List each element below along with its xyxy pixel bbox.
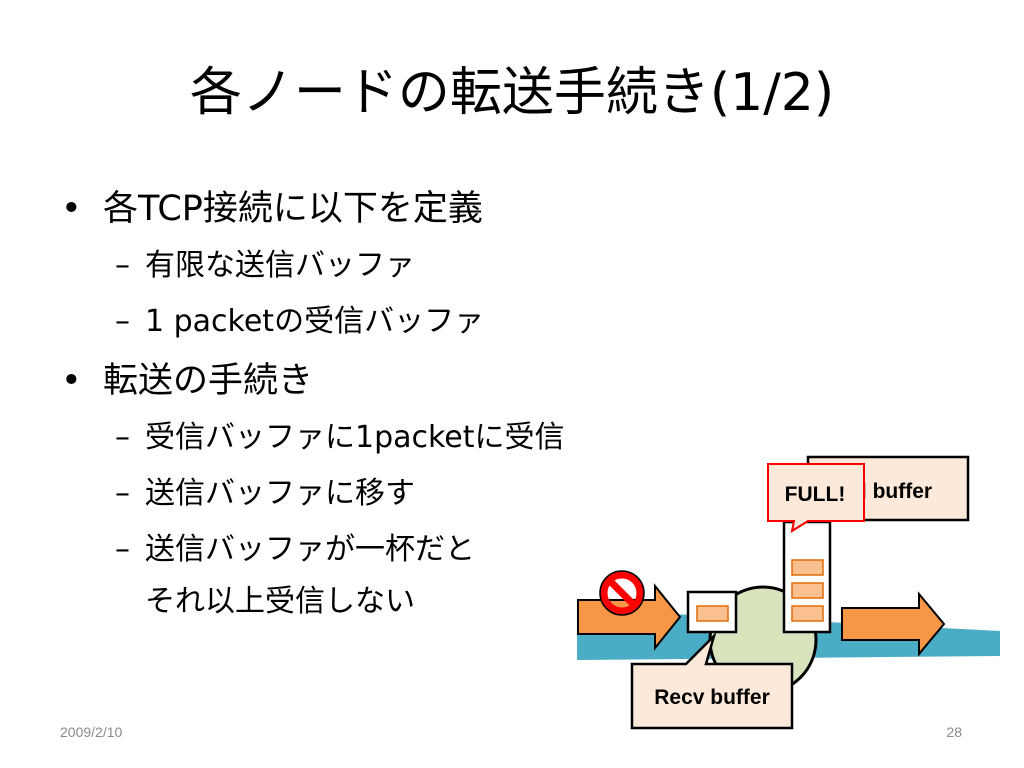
send-buffer-packet (791, 605, 824, 622)
sub-bullet-dash: – (115, 476, 130, 511)
outgoing-arrow (841, 591, 946, 657)
sub-bullet-item: – 有限な送信バッファ (55, 246, 675, 286)
slide-title: 各ノードの転送手続き(1/2) (189, 63, 835, 123)
send-buffer-label: d buffer (854, 480, 932, 503)
full-callout: FULL! (767, 463, 865, 534)
recv-buffer-box (686, 590, 738, 634)
sub-bullet-item: – 送信バッファが一杯だと (55, 530, 675, 570)
bullet-list: • 各TCP接続に以下を定義 – 有限な送信バッファ – 1 packetの受信… (55, 186, 675, 638)
sub-bullet-item: – 受信バッファに1packetに受信 (55, 418, 675, 458)
send-buffer-column (782, 520, 832, 634)
recv-buffer-label: Recv buffer (654, 686, 770, 709)
sub-bullet-text: 送信バッファが一杯だと (145, 532, 475, 567)
footer-page-number: 28 (946, 724, 962, 740)
sub-bullet-item: – 送信バッファに移す (55, 474, 675, 514)
bullet-item: • 各TCP接続に以下を定義 (55, 186, 675, 232)
send-buffer-callout: d buffer (806, 455, 970, 546)
sub-bullet-dash: – (115, 420, 130, 455)
sub-bullet-text: 1 packetの受信バッファ (145, 304, 485, 339)
recv-buffer-packet (696, 605, 729, 622)
node-circle (708, 585, 818, 695)
sub-bullet-text: 受信バッファに1packetに受信 (145, 420, 565, 455)
full-label: FULL! (785, 483, 846, 506)
bullet-dot: • (61, 361, 82, 401)
send-buffer-packet (791, 582, 824, 599)
bullet-text: 転送の手続き (103, 361, 314, 401)
sub-bullet-dash: – (115, 248, 130, 283)
sub-bullet-text: それ以上受信しない (145, 584, 415, 619)
sub-bullet-item: – 1 packetの受信バッファ (55, 302, 675, 342)
send-buffer-packet (791, 559, 824, 576)
bullet-item: • 転送の手続き (55, 358, 675, 404)
bullet-dot: • (61, 189, 82, 229)
sub-bullet-continuation: それ以上受信しない (55, 582, 675, 622)
sub-bullet-text: 有限な送信バッファ (145, 248, 415, 283)
sub-bullet-dash: – (115, 304, 130, 339)
bullet-text: 各TCP接続に以下を定義 (103, 189, 483, 229)
sub-bullet-text: 送信バッファに移す (145, 476, 415, 511)
sub-bullet-dash: – (115, 532, 130, 567)
footer-date: 2009/2/10 (60, 724, 123, 740)
recv-buffer-callout: Recv buffer (630, 631, 794, 730)
